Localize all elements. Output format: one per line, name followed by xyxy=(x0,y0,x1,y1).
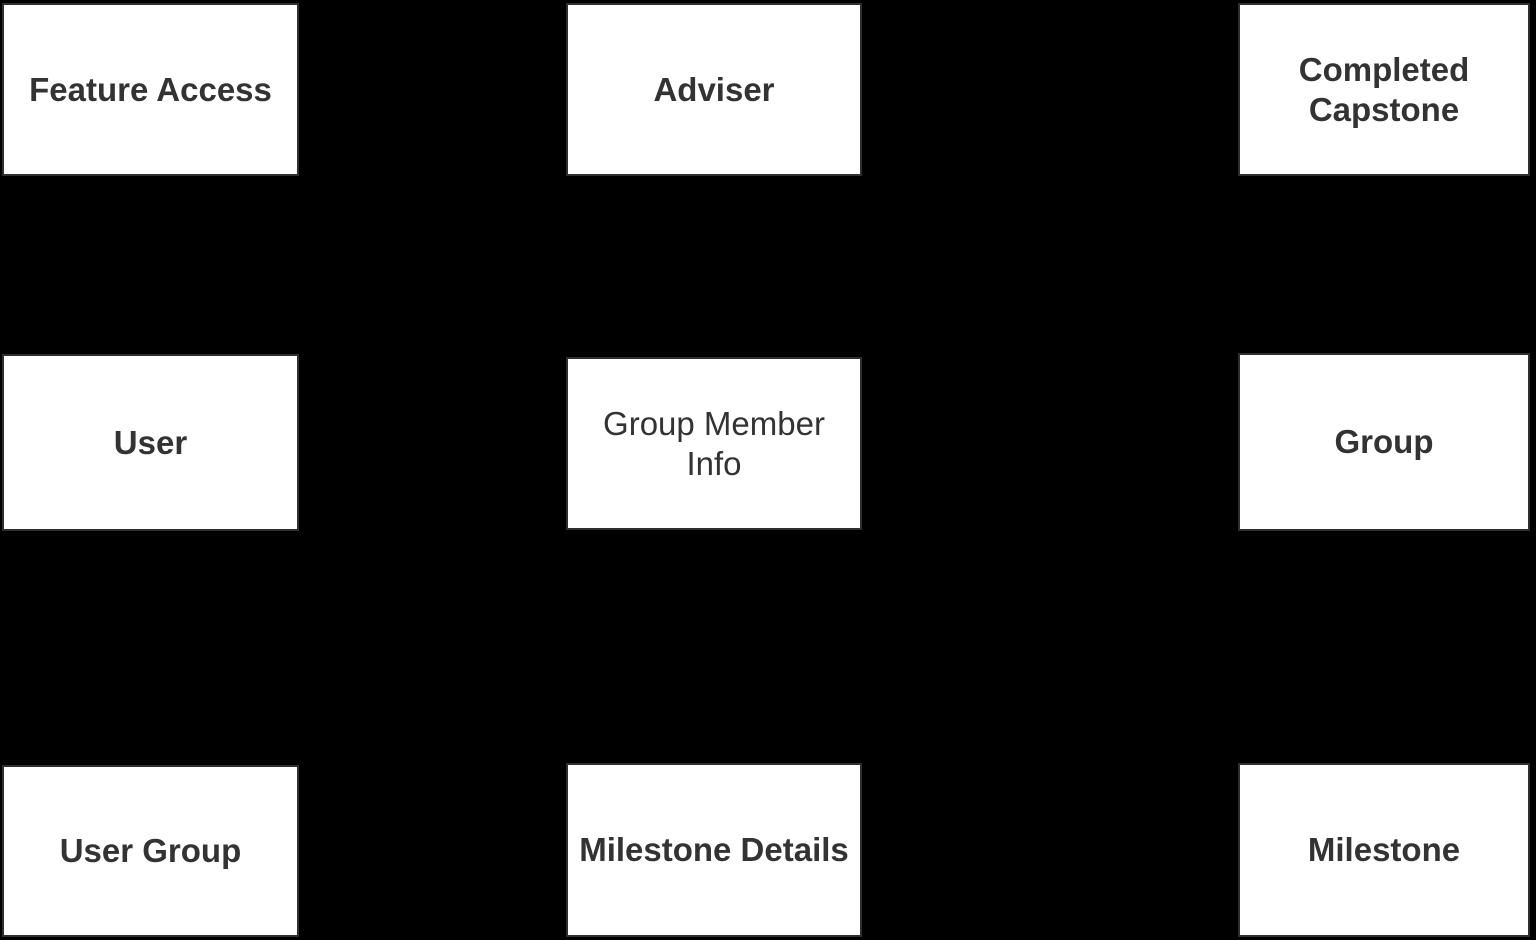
entity-box-user-group: User Group xyxy=(2,765,299,937)
entity-box-group: Group xyxy=(1238,353,1530,531)
entity-label-milestone-details: Milestone Details xyxy=(579,831,849,869)
entity-box-group-member-info: Group Member Info xyxy=(566,357,862,530)
entity-label-completed-capstone: Completed Capstone xyxy=(1298,50,1470,128)
entity-label-adviser: Adviser xyxy=(653,70,775,108)
entity-box-milestone-details: Milestone Details xyxy=(566,763,862,937)
entity-box-completed-capstone: Completed Capstone xyxy=(1238,3,1530,176)
entity-label-feature-access: Feature Access xyxy=(29,70,272,108)
entity-label-group: Group xyxy=(1334,423,1434,461)
entity-box-milestone: Milestone xyxy=(1238,763,1530,937)
entity-box-user: User xyxy=(2,354,299,531)
entity-box-adviser: Adviser xyxy=(566,3,862,176)
entity-label-milestone: Milestone xyxy=(1307,831,1461,869)
entity-box-feature-access: Feature Access xyxy=(2,3,299,176)
entity-label-user-group: User Group xyxy=(59,832,242,870)
entity-label-user: User xyxy=(113,423,188,461)
entity-label-group-member-info: Group Member Info xyxy=(603,404,825,482)
